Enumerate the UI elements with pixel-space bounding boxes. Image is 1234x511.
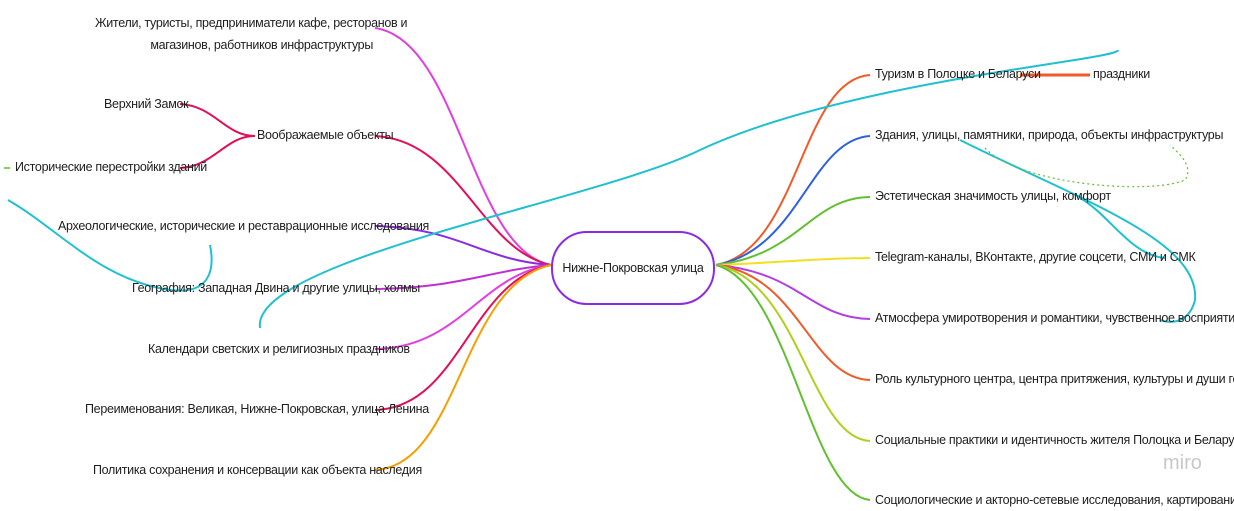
connector-cyan-right [959,139,1197,323]
node-people[interactable]: Жители, туристы, предприниматели кафе, р… [95,12,408,56]
node-atmosphere[interactable]: Атмосфера умиротворения и романтики, чув… [875,311,1234,325]
branch-right-aesthetics [715,196,871,266]
miro-watermark: miro [1163,452,1202,474]
connector-cyan-left [7,199,213,292]
node-people-line2: магазинов, работников инфраструктуры [150,38,373,52]
node-upper-castle[interactable]: Верхний Замок [104,97,189,111]
node-social[interactable]: Социальные практики и идентичность жител… [875,433,1234,447]
node-tourism[interactable]: Туризм в Полоцке и Беларуси [875,67,1041,81]
branch-left-calendars [374,264,552,350]
node-renaming[interactable]: Переименования: Великая, Нижне-Покровска… [85,402,429,416]
node-culture[interactable]: Роль культурного центра, центра притяжен… [875,372,1234,386]
node-buildings[interactable]: Здания, улицы, памятники, природа, объек… [875,128,1224,142]
branch-left-geography [374,264,552,290]
node-people-line1: Жители, туристы, предприниматели кафе, р… [95,16,408,30]
branch-right-culture [715,264,871,381]
branch-left-imaginary [374,135,552,266]
node-archaeology[interactable]: Археологические, исторические и реставра… [58,219,429,233]
node-geography[interactable]: География: Западная Двина и другие улицы… [132,281,420,295]
node-holidays[interactable]: праздники [1093,67,1150,81]
node-sociology[interactable]: Социологические и акторно-сетевые исслед… [875,493,1234,507]
branch-left-people [374,27,552,266]
branch-right-tourism [715,74,871,266]
node-calendars[interactable]: Календари светских и религиозных праздни… [148,342,410,356]
branch-sub-rebuilds [179,135,256,169]
branch-right-social [715,264,871,442]
node-imaginary-objects[interactable]: Воображаемые объекты [257,128,394,142]
branch-left-archaeology [374,225,552,266]
branch-sub-upper-castle [179,103,256,137]
node-telegram[interactable]: Telegram-каналы, ВКонтакте, другие соцсе… [875,250,1196,264]
branch-right-telegram [715,257,871,266]
node-aesthetics[interactable]: Эстетическая значимость улицы, комфорт [875,189,1111,203]
node-policy[interactable]: Политика сохранения и консервации как об… [93,463,422,477]
node-historical-rebuilds[interactable]: Исторические перестройки зданий [15,160,207,174]
branch-right-atmosphere [715,264,871,320]
branch-left-renaming [374,264,552,411]
connector-cyan-long [258,49,1120,329]
branch-right-sociology [715,264,871,501]
branch-right-buildings [715,135,871,266]
branch-left-policy [374,264,552,471]
central-topic[interactable]: Нижне-Покровская улица [551,231,715,305]
